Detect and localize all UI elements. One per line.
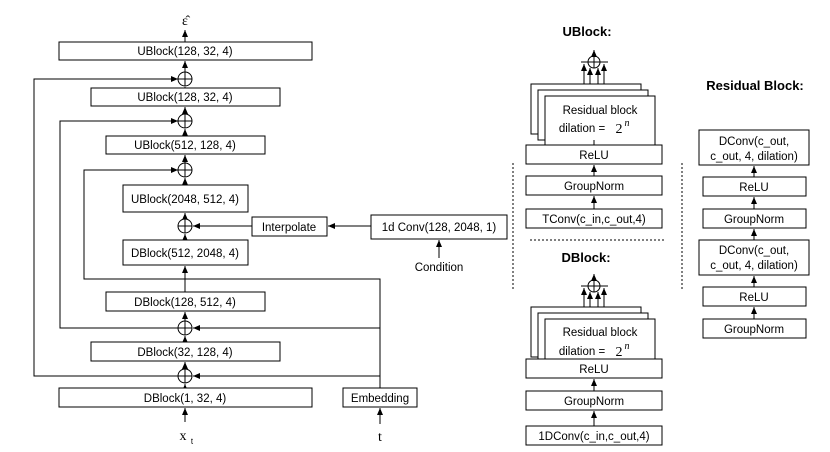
input-x: x xyxy=(180,429,187,444)
output-epsilon-hat: ε̂ xyxy=(182,14,191,29)
ublock-panel-tconv-box xyxy=(525,208,663,229)
dblock-3-box xyxy=(90,341,281,362)
embedding-line xyxy=(185,278,381,388)
ublock-1-label: UBlock(128, 32, 4) xyxy=(137,46,232,58)
ublock-panel-pow-base: 2 xyxy=(616,122,623,137)
residual-relu-bottom-box xyxy=(702,286,807,307)
skip-3 xyxy=(83,167,185,280)
ublock-panel-stack-front xyxy=(544,95,656,147)
dblock-1-label: DBlock(512, 2048, 4) xyxy=(131,248,239,260)
residual-relu-top-box xyxy=(702,176,807,197)
dblock-panel-residual-line2: dilation = xyxy=(559,346,606,358)
dblock-panel-pow-exp: n xyxy=(625,341,630,352)
residual-dconv-top-line2: c_out, 4, dilation) xyxy=(710,151,798,163)
ublock-4-box xyxy=(122,184,249,213)
ublock-panel-relu: ReLU xyxy=(579,150,608,162)
residual-groupnorm-top-box xyxy=(702,208,807,229)
dblock-3-label: DBlock(32, 128, 4) xyxy=(137,347,232,359)
residual-relu-top: ReLU xyxy=(739,182,768,194)
residual-dconv-bottom-line2: c_out, 4, dilation) xyxy=(710,260,798,272)
conv1d-box xyxy=(370,214,508,240)
ublock-2-label: UBlock(128, 32, 4) xyxy=(137,92,232,104)
ublock-panel-title: UBlock: xyxy=(562,24,611,39)
input-x-subscript: t xyxy=(191,437,194,446)
dblock-panel-conv-box xyxy=(525,425,663,446)
residual-dconv-bottom-line1: DConv(c_out, xyxy=(719,245,789,257)
dblock-panel-groupnorm: GroupNorm xyxy=(564,396,624,408)
ublock-panel-residual-line2: dilation = xyxy=(559,123,606,135)
dblock-panel-residual-line1: Residual block xyxy=(563,327,638,339)
conv1d-label: 1d Conv(128, 2048, 1) xyxy=(382,222,497,234)
dblock-panel-relu-box xyxy=(525,358,663,379)
dblock-panel-title: DBlock: xyxy=(561,250,610,265)
residual-dconv-top-line1: DConv(c_out, xyxy=(719,136,789,148)
main-network: ε̂ UBlock(128, 32, 4) UBlock(128, 32, 4)… xyxy=(33,14,508,446)
dblock-panel-relu: ReLU xyxy=(579,364,608,376)
residual-groupnorm-bottom: GroupNorm xyxy=(724,324,784,336)
residual-dconv-bottom-box xyxy=(698,239,810,276)
residual-panel-title: Residual Block: xyxy=(706,78,804,93)
skip-1 xyxy=(33,76,185,377)
dblock-1-box xyxy=(122,239,249,266)
ublock-panel-residual-line1: Residual block xyxy=(563,105,638,117)
ublock-1-box xyxy=(58,41,313,61)
skip-2 xyxy=(59,118,185,329)
interpolate-label: Interpolate xyxy=(262,222,316,234)
input-t: t xyxy=(378,430,382,445)
residual-groupnorm-bottom-box xyxy=(702,318,807,339)
dblock-panel-conv: 1DConv(c_in,c_out,4) xyxy=(538,431,649,443)
dblock-2-label: DBlock(128, 512, 4) xyxy=(134,297,236,309)
dblock-panel: DBlock: Residual block dilation = 2 n Re… xyxy=(525,250,663,446)
dblock-4-box xyxy=(58,387,313,408)
ublock-panel-pow-exp: n xyxy=(625,118,630,129)
residual-panel: Residual Block: DConv(c_out, c_out, 4, d… xyxy=(698,78,810,339)
ublock-panel-relu-box xyxy=(525,144,663,165)
condition-label: Condition xyxy=(415,262,464,274)
residual-dconv-top-box xyxy=(698,129,810,166)
dblock-panel-pow-base: 2 xyxy=(616,345,623,360)
ublock-4-label: UBlock(2048, 512, 4) xyxy=(131,194,239,206)
ublock-panel-tconv: TConv(c_in,c_out,4) xyxy=(542,214,646,226)
dblock-panel-groupnorm-box xyxy=(525,390,663,411)
ublock-panel-groupnorm: GroupNorm xyxy=(564,181,624,193)
dblock-4-label: DBlock(1, 32, 4) xyxy=(144,393,227,405)
embedding-label: Embedding xyxy=(351,393,409,405)
dblock-2-box xyxy=(105,291,266,312)
ublock-panel-groupnorm-box xyxy=(525,175,663,196)
ublock-3-label: UBlock(512, 128, 4) xyxy=(134,140,236,152)
residual-relu-bottom: ReLU xyxy=(739,292,768,304)
ublock-panel: UBlock: Residual block dilation = 2 n Re… xyxy=(525,24,663,229)
residual-groupnorm-top: GroupNorm xyxy=(724,214,784,226)
